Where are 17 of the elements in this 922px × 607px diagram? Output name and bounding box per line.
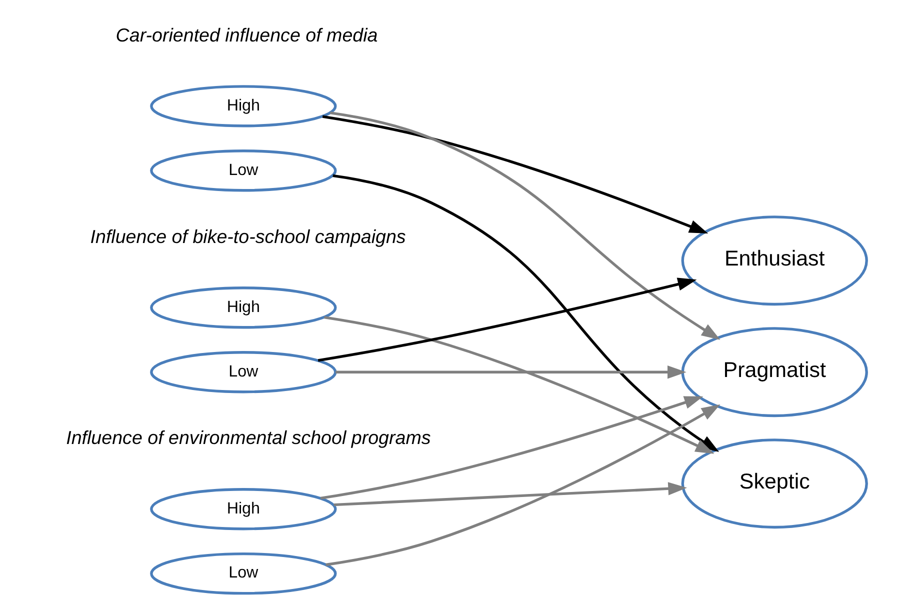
arrow xyxy=(322,115,708,234)
arrow xyxy=(334,482,688,506)
node-ellipse: Enthusiast xyxy=(681,216,868,306)
node-ellipse: High xyxy=(150,488,337,530)
arrow xyxy=(330,112,720,340)
arrow xyxy=(336,366,686,379)
node-ellipse: High xyxy=(150,286,337,329)
node-ellipse: Low xyxy=(150,150,337,192)
arrow xyxy=(320,396,704,500)
node-ellipse: High xyxy=(150,85,337,128)
label: Car-oriented influence of media xyxy=(116,24,378,46)
node-ellipse: Low xyxy=(150,552,337,595)
arrow xyxy=(318,278,697,362)
arrow xyxy=(324,316,714,454)
label: Influence of environmental school programs xyxy=(66,427,431,448)
label: Influence of bike-to-school campaigns xyxy=(90,226,406,247)
node-ellipse: Low xyxy=(150,351,337,394)
